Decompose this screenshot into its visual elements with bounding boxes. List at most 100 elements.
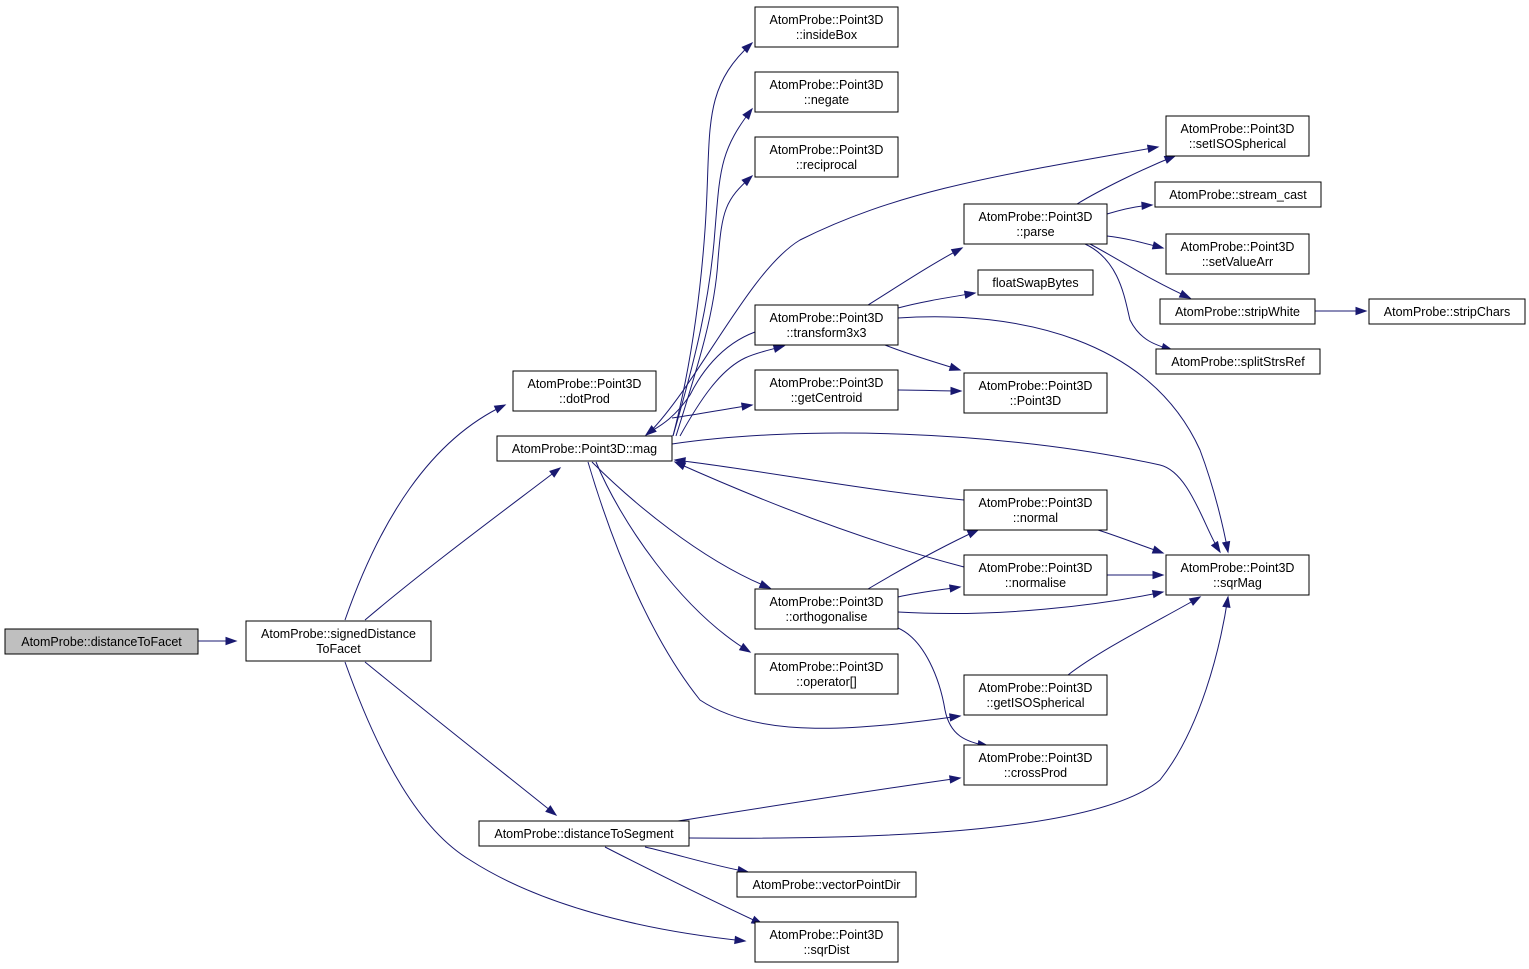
arrowhead — [949, 713, 962, 722]
node-stripWhite[interactable]: AtomProbe::stripWhite — [1159, 298, 1316, 325]
node-box — [754, 136, 899, 178]
node-label: AtomProbe::Point3D — [770, 311, 884, 325]
node-label: ::crossProd — [1004, 766, 1067, 780]
node-normal[interactable]: AtomProbe::Point3D::normal — [963, 489, 1108, 531]
node-label: AtomProbe::distanceToSegment — [494, 827, 674, 841]
edge-line — [677, 777, 961, 822]
node-label: AtomProbe::Point3D — [770, 143, 884, 157]
edge-getCentroid-to-point3dCtor — [897, 386, 963, 396]
node-label: AtomProbe::signedDistance — [261, 627, 416, 641]
node-floatSwapBytes[interactable]: floatSwapBytes — [977, 269, 1094, 296]
arrowhead — [734, 935, 747, 945]
node-getCentroid[interactable]: AtomProbe::Point3D::getCentroid — [754, 369, 899, 411]
arrowhead — [1210, 540, 1221, 554]
edge-line — [364, 467, 561, 621]
node-box — [963, 372, 1108, 414]
edge-line — [604, 846, 763, 925]
edge-distanceToSegment-to-crossProd — [677, 775, 962, 822]
node-transform3x3[interactable]: AtomProbe::Point3D::transform3x3 — [754, 304, 899, 346]
node-distanceToSegment[interactable]: AtomProbe::distanceToSegment — [478, 820, 690, 847]
node-label: ::transform3x3 — [787, 326, 867, 340]
node-label: ::Point3D — [1010, 394, 1061, 408]
arrowhead — [1151, 545, 1165, 554]
edge-line — [897, 292, 976, 309]
node-vectorPointDir[interactable]: AtomProbe::vectorPointDir — [736, 871, 917, 898]
node-setISOSpherical[interactable]: AtomProbe::Point3D::setISOSpherical — [1165, 115, 1310, 157]
node-negate[interactable]: AtomProbe::Point3D::negate — [754, 71, 899, 113]
node-label: AtomProbe::Point3D — [1181, 240, 1295, 254]
node-label: ::normal — [1013, 511, 1058, 525]
edge-signedDistanceToFacet-to-sqrDist — [344, 661, 747, 945]
node-label: ::setValueArr — [1202, 255, 1273, 269]
node-box — [1155, 348, 1321, 375]
node-getISOSpherical[interactable]: AtomProbe::Point3D::getISOSpherical — [963, 674, 1108, 716]
node-label: ::reciprocal — [796, 158, 857, 172]
node-box — [963, 554, 1108, 596]
arrowhead — [1151, 241, 1165, 250]
edge-normalise-to-mag — [673, 461, 965, 568]
node-crossProd[interactable]: AtomProbe::Point3D::crossProd — [963, 744, 1108, 786]
arrowhead — [949, 584, 962, 593]
arrowhead — [741, 174, 754, 187]
node-mag[interactable]: AtomProbe::Point3D::mag — [496, 435, 673, 462]
node-distanceToFacet[interactable]: AtomProbe::distanceToFacet — [4, 628, 199, 655]
node-label: ::getISOSpherical — [987, 696, 1085, 710]
edge-line — [645, 331, 756, 436]
node-splitStrsRef[interactable]: AtomProbe::splitStrsRef — [1155, 348, 1321, 375]
arrowhead — [673, 461, 687, 471]
edge-line — [649, 146, 1159, 433]
edge-line — [595, 461, 751, 653]
node-label: ::negate — [804, 93, 849, 107]
edge-transform3x3-to-mag — [644, 331, 756, 436]
node-label: AtomProbe::distanceToFacet — [21, 635, 182, 649]
node-sqrDist[interactable]: AtomProbe::Point3D::sqrDist — [754, 921, 899, 963]
edge-line — [644, 846, 749, 873]
edge-mag-to-orthogonalise — [591, 461, 772, 589]
edge-signedDistanceToFacet-to-dotProd — [344, 404, 507, 621]
node-point3dCtor[interactable]: AtomProbe::Point3D::Point3D — [963, 372, 1108, 414]
edge-line — [1089, 243, 1191, 299]
edge-orthogonalise-to-normal — [867, 529, 980, 590]
node-label: AtomProbe::Point3D — [770, 928, 884, 942]
node-label: ::setISOSpherical — [1189, 137, 1286, 151]
arrowhead — [1146, 144, 1160, 153]
edge-line — [344, 404, 506, 621]
node-label: AtomProbe::Point3D::mag — [512, 442, 657, 456]
edge-normal-to-sqrMag — [1097, 529, 1165, 554]
node-label: AtomProbe::stripWhite — [1175, 305, 1300, 319]
arrowhead — [772, 344, 786, 353]
edge-mag-to-negate — [672, 107, 753, 437]
node-label: AtomProbe::Point3D — [979, 751, 1093, 765]
node-box — [754, 588, 899, 630]
node-stream_cast[interactable]: AtomProbe::stream_cast — [1154, 181, 1322, 208]
edge-line — [587, 461, 961, 729]
edge-mag-to-setISOSpherical — [649, 144, 1160, 433]
arrowhead — [1163, 155, 1177, 164]
edge-line — [671, 432, 1221, 553]
edge-stripWhite-to-stripChars — [1315, 306, 1368, 316]
node-insideBox[interactable]: AtomProbe::Point3D::insideBox — [754, 6, 899, 48]
node-label: AtomProbe::Point3D — [979, 681, 1093, 695]
edge-line — [897, 627, 989, 747]
node-parse[interactable]: AtomProbe::Point3D::parse — [963, 203, 1108, 245]
edge-line — [344, 661, 746, 942]
node-reciprocal[interactable]: AtomProbe::Point3D::reciprocal — [754, 136, 899, 178]
edge-line — [672, 108, 753, 437]
node-orthogonalise[interactable]: AtomProbe::Point3D::orthogonalise — [754, 588, 899, 630]
edge-distanceToSegment-to-vectorPointDir — [644, 846, 750, 875]
node-box — [1165, 233, 1310, 275]
node-normalise[interactable]: AtomProbe::Point3D::normalise — [963, 554, 1108, 596]
node-setValueArr[interactable]: AtomProbe::Point3D::setValueArr — [1165, 233, 1310, 275]
node-dotProd[interactable]: AtomProbe::Point3D::dotProd — [512, 370, 657, 412]
edge-line — [897, 316, 1229, 553]
arrowhead — [741, 41, 754, 54]
node-operatorIdx[interactable]: AtomProbe::Point3D::operator[] — [754, 653, 899, 695]
node-label: AtomProbe::Point3D — [528, 377, 642, 391]
node-stripChars[interactable]: AtomProbe::stripChars — [1368, 298, 1526, 325]
arrowhead — [758, 580, 772, 589]
node-label: AtomProbe::stripChars — [1384, 305, 1510, 319]
node-sqrMag[interactable]: AtomProbe::Point3D::sqrMag — [1165, 554, 1310, 596]
node-label: ::insideBox — [796, 28, 858, 42]
